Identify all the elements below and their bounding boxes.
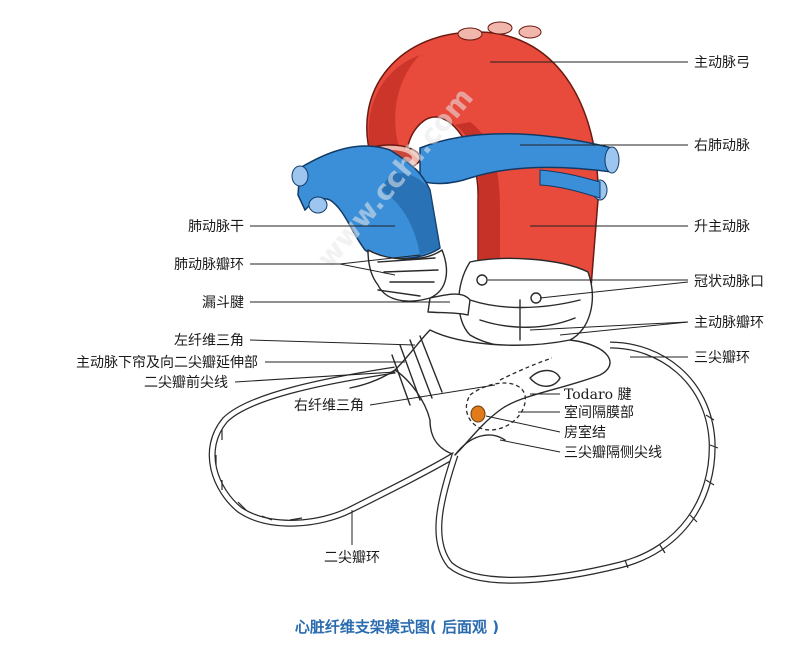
membranous-septum-outline	[465, 382, 526, 431]
pulmonary-trunk-shade	[380, 173, 440, 255]
label-tricuspid-septal-line: 三尖瓣隔侧尖线	[564, 445, 662, 461]
mitral-ring-beads	[215, 430, 303, 521]
small-opening-near-todaro	[529, 369, 561, 387]
label-ascending-aorta: 升主动脉	[694, 219, 750, 235]
label-coronary-ostium: 冠状动脉口	[694, 274, 764, 290]
pulmonary-ring-hatch	[377, 257, 439, 297]
central-fibrous-body	[394, 329, 611, 456]
leader-aortic-valve-ring-1	[529, 321, 689, 331]
arch-branch-1	[457, 27, 483, 41]
label-aortic-arch: 主动脉弓	[694, 55, 750, 71]
leader-mitral-anterior	[234, 371, 396, 383]
mitral-ring-inner	[209, 367, 457, 526]
rpa-lower-branch	[539, 169, 601, 199]
label-mitral-ring: 二尖瓣环	[324, 550, 380, 566]
skeleton-line-art	[208, 249, 719, 584]
label-pulmonary-trunk: 肺动脉干	[188, 219, 244, 235]
right-pulmonary-artery-shape	[419, 133, 613, 185]
leader-pulmonary-valve-ring-b	[339, 254, 421, 265]
leader-tricuspid-septal	[499, 439, 561, 453]
label-todaro-tendon: Todaro 腱	[564, 387, 632, 403]
av-node	[470, 405, 486, 423]
label-aortic-valve-ring: 主动脉瓣环	[694, 315, 764, 331]
leader-coronary-2	[539, 281, 689, 299]
tricuspid-septal-leaflet-line	[454, 434, 506, 456]
label-av-node: 房室结	[564, 424, 606, 441]
tricuspid-ring-beads	[624, 414, 719, 569]
label-tricuspid-ring: 三尖瓣环	[694, 350, 750, 366]
leader-av-node	[485, 415, 561, 433]
todaro-tendon-dashed	[499, 357, 553, 381]
arch-inner-shade	[368, 55, 420, 160]
leader-left-trigone	[249, 339, 416, 346]
label-mitral-anterior-line: 二尖瓣前尖线	[144, 374, 228, 391]
label-membranous-septum: 室间隔膜部	[564, 404, 634, 421]
labels: 主动脉弓 右肺动脉 肺动脉干 升主动脉 肺动脉瓣环 冠状动脉口 漏斗腱 主动脉瓣…	[76, 55, 764, 566]
label-infundibular-tendon: 漏斗腱	[202, 295, 244, 311]
coronary-ostium-left	[476, 274, 488, 286]
leader-lines	[234, 61, 689, 545]
label-pulmonary-valve-ring: 肺动脉瓣环	[174, 257, 244, 273]
coronary-ostium-right	[530, 292, 542, 304]
infundibular-tendon-shape	[427, 293, 471, 316]
left-trigone-hatch	[391, 335, 443, 406]
arch-branch-3	[518, 25, 542, 39]
pulmonary-artery	[291, 133, 620, 260]
lpa-cut-end-1	[291, 165, 309, 187]
label-right-pulmonary-artery: 右肺动脉	[694, 138, 750, 154]
lpa-cut-end-2	[308, 196, 328, 214]
figure-caption: 心脏纤维支架模式图( 后面观 )	[295, 618, 499, 636]
arch-branch-2	[487, 21, 513, 35]
leader-aortic-valve-ring-2	[559, 321, 689, 336]
leader-right-trigone	[369, 384, 496, 406]
label-right-fibrous-trigone: 右纤维三角	[294, 398, 364, 414]
rpa-cut-end-1	[604, 146, 620, 174]
aortic-cusp-lines	[469, 299, 581, 341]
label-left-fibrous-trigone: 左纤维三角	[174, 333, 244, 349]
label-aortic-curtain: 主动脉下帘及向二尖瓣延伸部	[76, 355, 258, 371]
